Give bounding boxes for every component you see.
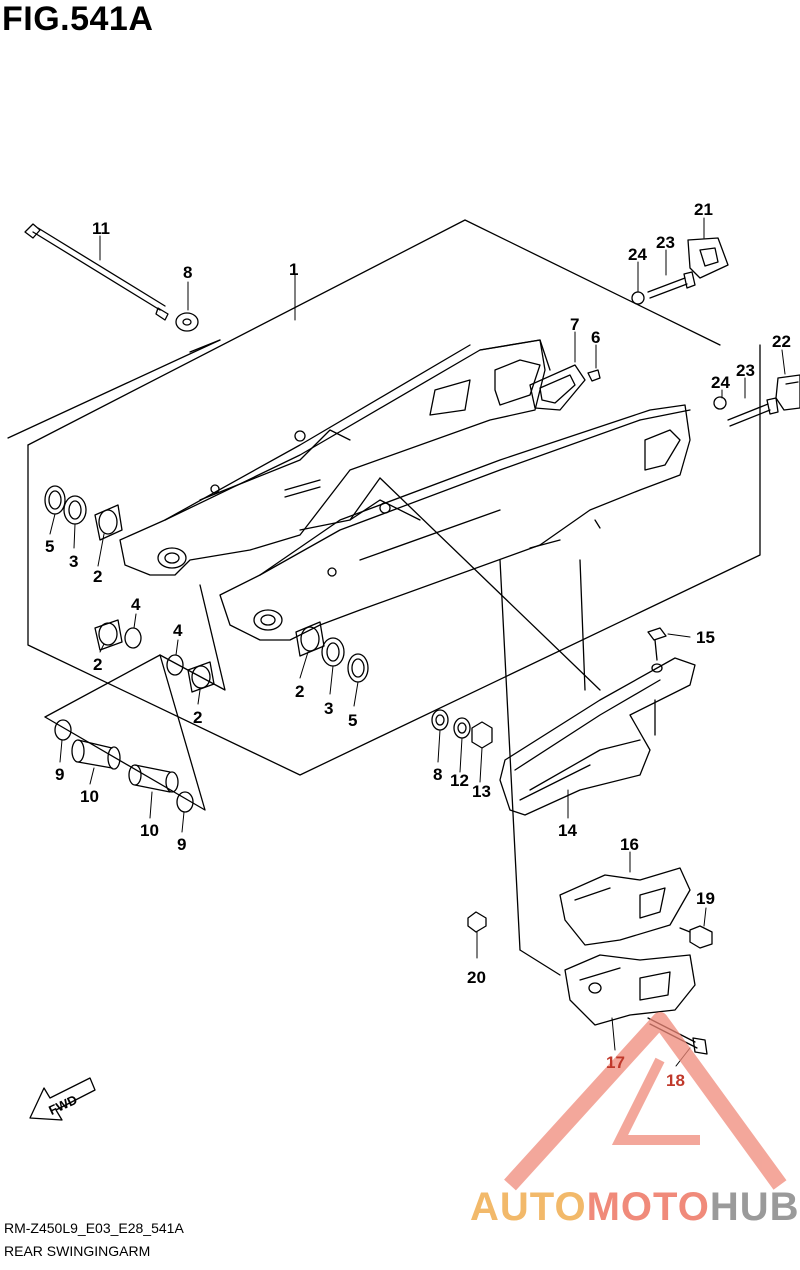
callout-18: 18: [666, 1071, 685, 1090]
adjuster-bolt-23a: [647, 271, 696, 299]
figure-title: FIG.541A: [2, 0, 154, 38]
collar-10-a: [71, 739, 121, 770]
nut-24a: [631, 291, 645, 305]
callout-11: 11: [92, 219, 110, 238]
watermark-text: AUTOMOTOHUB: [470, 1185, 800, 1230]
washer-3-left: [63, 495, 87, 525]
callout-17: 17: [606, 1053, 625, 1072]
callout-2-right: 2: [295, 682, 304, 701]
pivot-shaft: [24, 223, 169, 321]
ring-9-b: [176, 791, 194, 813]
adjuster-bolt-23b: [727, 397, 779, 427]
callout-24-mid: 24: [711, 373, 730, 392]
ring-9-a: [54, 719, 72, 741]
callout-10-b: 10: [140, 821, 159, 840]
fwd-arrow: [29, 1077, 96, 1121]
callout-20: 20: [467, 968, 486, 987]
bearing-2-mid-a: [94, 619, 123, 651]
callout-7: 7: [570, 315, 579, 334]
washer-3-right: [321, 637, 345, 667]
callout-3-right: 3: [324, 699, 333, 718]
callout-16: 16: [620, 835, 639, 854]
chain-guide-17: [564, 954, 696, 1026]
assembly-frame-outline: [7, 219, 761, 976]
nut-13: [471, 721, 493, 749]
callout-8-bottom: 8: [433, 765, 442, 784]
callout-5-left: 5: [45, 537, 54, 556]
callout-13: 13: [472, 782, 491, 801]
nut-24b: [713, 396, 727, 410]
collar-10-b: [128, 764, 179, 793]
leader-lines: [49, 217, 786, 1067]
callout-14: 14: [558, 821, 577, 840]
callout-6: 6: [591, 328, 600, 347]
callout-23-top: 23: [656, 233, 675, 252]
watermark-logo: [504, 1012, 787, 1191]
swingarm-body: [119, 339, 691, 641]
chain-adjuster-21: [687, 237, 729, 279]
callout-9-left: 9: [55, 765, 64, 784]
diagram-name: REAR SWINGINGARM: [4, 1243, 151, 1259]
bolt-19: [679, 925, 713, 949]
callout-3-left: 3: [69, 552, 78, 571]
bearing-2-left: [94, 504, 123, 541]
callout-4-b: 4: [173, 621, 183, 640]
callout-2-left: 2: [93, 567, 102, 586]
ring-4-b: [166, 654, 184, 676]
fwd-label: FWD: [46, 1092, 79, 1118]
callout-12: 12: [450, 771, 469, 790]
plate-7: [529, 364, 586, 411]
callout-labels: 11 8 1 7 6 21 24 23 22 24 23 5 3 2 4 2 4…: [45, 200, 791, 1090]
screw-15: [647, 627, 667, 673]
callout-15: 15: [696, 628, 715, 647]
callout-10-a: 10: [80, 787, 99, 806]
callout-8-top: 8: [183, 263, 192, 282]
washer-8-top: [175, 312, 199, 332]
chain-adjuster-22: [775, 374, 800, 411]
watermark-part-moto: MOTO: [586, 1185, 710, 1229]
chain-slider-14: [499, 657, 696, 816]
seal-5-right: [347, 653, 369, 683]
callout-1: 1: [289, 260, 298, 279]
callout-21: 21: [694, 200, 713, 219]
callout-2-mid-b: 2: [193, 708, 202, 727]
ring-4-a: [124, 627, 142, 649]
chain-guide-16: [559, 867, 691, 946]
bearing-2-mid-b: [187, 661, 215, 693]
callout-4-a: 4: [131, 595, 141, 614]
callout-22: 22: [772, 332, 791, 351]
callout-24-top: 24: [628, 245, 647, 264]
washer-8-bottom: [431, 709, 449, 731]
washer-12: [453, 717, 471, 739]
callout-19: 19: [696, 889, 715, 908]
callout-23-mid: 23: [736, 361, 755, 380]
seal-5-left: [44, 485, 66, 515]
callout-2-mid-a: 2: [93, 655, 102, 674]
callout-9-right: 9: [177, 835, 186, 854]
watermark-part-auto: AUTO: [470, 1185, 587, 1229]
bearing-2-right: [295, 621, 325, 657]
diagram-code: RM-Z450L9_E03_E28_541A: [4, 1220, 184, 1236]
callout-5-right: 5: [348, 711, 357, 730]
nut-20: [467, 911, 487, 933]
bolt-6: [587, 369, 601, 382]
watermark-part-hub: HUB: [709, 1185, 800, 1229]
